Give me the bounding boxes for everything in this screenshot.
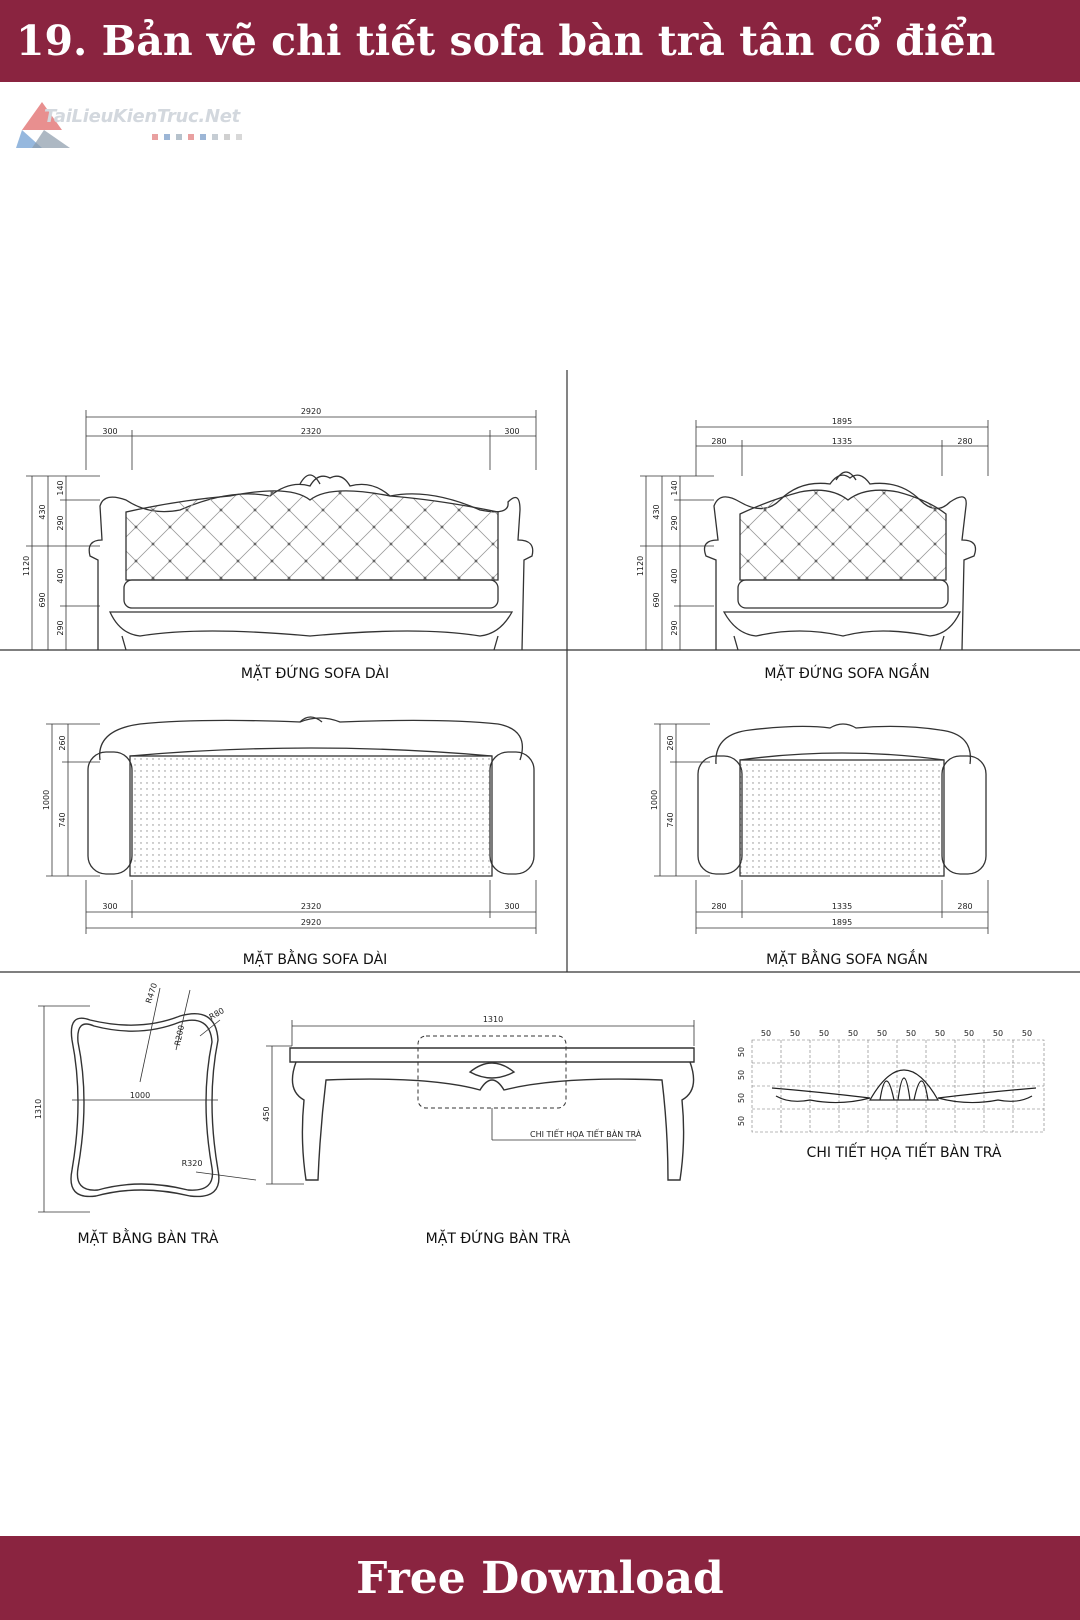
dim-h: 1310 [34, 1099, 43, 1119]
long-plan-dim-text: 1000 260 740 300 2320 300 2920 [42, 735, 520, 927]
dim-right: 300 [504, 902, 519, 911]
long-plan-dimensions [46, 723, 537, 934]
page-title: 19. Bản vẽ chi tiết sofa bàn trà tân cổ … [16, 17, 996, 65]
short-elev-dimensions [640, 420, 989, 650]
dim-mid: 1335 [832, 902, 852, 911]
dim-d-total: 1000 [650, 790, 659, 810]
table-elevation [289, 1035, 695, 1181]
logo-triangles-icon [16, 102, 70, 148]
long-elev-dim-text: 2920 300 2320 300 1120 430 690 140 290 4… [22, 407, 520, 636]
dim-h-290b: 290 [56, 620, 65, 635]
dim-left: 300 [102, 902, 117, 911]
dim-unit: 50 [737, 1070, 746, 1080]
page-title-banner: 19. Bản vẽ chi tiết sofa bàn trà tân cổ … [0, 0, 1080, 82]
dim-r200: R200 [173, 1024, 186, 1046]
dim-unit: 50 [761, 1029, 771, 1038]
dim-d-260: 260 [58, 735, 67, 750]
dim-h-400: 400 [670, 568, 679, 583]
dim-right: 300 [504, 427, 519, 436]
short-elev-dim-text: 1895 280 1335 280 1120 430 690 140 290 4… [636, 417, 973, 636]
dim-h-690: 690 [652, 592, 661, 607]
watermark-logo: TaiLieuKienTruc.Net [14, 100, 264, 160]
long-elev-dimensions [26, 410, 537, 650]
free-download-banner[interactable]: Free Download [0, 1536, 1080, 1620]
long-sofa-elevation [88, 474, 534, 651]
long-sofa-plan [87, 716, 535, 877]
dim-unit: 50 [848, 1029, 858, 1038]
dim-h-140: 140 [670, 480, 679, 495]
dim-h-290: 290 [56, 515, 65, 530]
dim-h-290b: 290 [670, 620, 679, 635]
dim-d-total: 1000 [42, 790, 51, 810]
long-elev-label: MẶT ĐỨNG SOFA DÀI [241, 664, 389, 682]
dim-left: 280 [711, 437, 726, 446]
table-elev-dims [266, 1020, 695, 1185]
dim-mid: 2320 [301, 902, 321, 911]
dim-unit: 50 [819, 1029, 829, 1038]
short-plan-dimensions [654, 723, 989, 934]
dim-total: 1895 [832, 918, 852, 927]
dim-unit: 50 [993, 1029, 1003, 1038]
dim-r320: R320 [182, 1159, 203, 1168]
dim-mid: 1335 [832, 437, 852, 446]
long-plan-label: MẶT BẰNG SOFA DÀI [243, 949, 388, 968]
detail-label: CHI TIẾT HỌA TIẾT BÀN TRÀ [807, 1142, 1002, 1161]
dim-r80: R80 [208, 1006, 226, 1022]
table-plan-label: MẶT BẰNG BÀN TRÀ [77, 1228, 218, 1247]
dim-total: 1895 [832, 417, 852, 426]
dim-d-260: 260 [666, 735, 675, 750]
dim-unit: 50 [737, 1093, 746, 1103]
dim-w: 1000 [130, 1091, 150, 1100]
dim-unit: 50 [877, 1029, 887, 1038]
table-plan-dims [38, 987, 257, 1213]
dim-unit: 50 [790, 1029, 800, 1038]
short-plan-dim-text: 1000 260 740 280 1335 280 1895 [650, 735, 973, 927]
watermark-text: TaiLieuKienTruc.Net [44, 106, 240, 127]
table-plan [70, 1013, 220, 1198]
dim-h-290: 290 [670, 515, 679, 530]
logo-dots-icon [152, 134, 242, 140]
short-sofa-plan [697, 723, 987, 877]
ornament-shape [771, 1069, 1037, 1104]
callout-text: CHI TIẾT HỌA TIẾT BÀN TRÀ [530, 1128, 642, 1139]
dim-unit: 50 [935, 1029, 945, 1038]
dim-h-430: 430 [652, 504, 661, 519]
table-elev-label: MẶT ĐỨNG BÀN TRÀ [426, 1229, 571, 1247]
dim-total: 2920 [301, 918, 321, 927]
dim-left: 300 [102, 427, 117, 436]
dim-d-740: 740 [666, 812, 675, 827]
dim-unit: 50 [1022, 1029, 1032, 1038]
ornament-dim-text: 50 50 50 50 50 50 50 50 50 50 50 50 50 5… [737, 1029, 1032, 1126]
dim-w: 1310 [483, 1015, 503, 1024]
dim-right: 280 [957, 437, 972, 446]
dim-unit: 50 [906, 1029, 916, 1038]
short-elev-label: MẶT ĐỨNG SOFA NGẮN [764, 663, 929, 682]
dim-h-690: 690 [38, 592, 47, 607]
dim-unit: 50 [737, 1116, 746, 1126]
dim-unit: 50 [737, 1047, 746, 1057]
ornament-grid [751, 1039, 1045, 1133]
dim-unit: 50 [964, 1029, 974, 1038]
dim-mid: 2320 [301, 427, 321, 436]
dim-h-140: 140 [56, 480, 65, 495]
table-elev-dim-text: 1310 450 CHI TIẾT HỌA TIẾT BÀN TRÀ [262, 1015, 642, 1139]
dim-h-total: 1120 [22, 556, 31, 576]
short-sofa-elevation [703, 471, 977, 651]
dim-right: 280 [957, 902, 972, 911]
dim-h-total: 1120 [636, 556, 645, 576]
dim-left: 280 [711, 902, 726, 911]
frame-lines [0, 370, 1080, 973]
free-download-label: Free Download [356, 1552, 724, 1604]
dim-h-430: 430 [38, 504, 47, 519]
short-plan-label: MẶT BẰNG SOFA NGẮN [766, 949, 928, 968]
dim-d-740: 740 [58, 812, 67, 827]
table-plan-dim-text: R470 R200 R80 1000 1310 R320 [34, 982, 226, 1168]
dim-h-400: 400 [56, 568, 65, 583]
dim-total: 2920 [301, 407, 321, 416]
dim-h: 450 [262, 1106, 271, 1121]
